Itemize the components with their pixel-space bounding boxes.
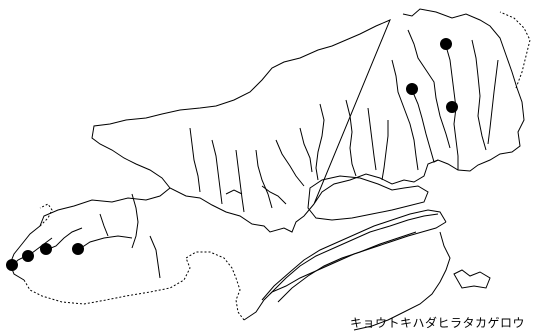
river xyxy=(315,103,325,181)
coastal-strip xyxy=(261,209,447,301)
coastal-strip-2 xyxy=(269,213,439,295)
river xyxy=(261,185,287,205)
river xyxy=(189,127,201,193)
west-coastline xyxy=(9,187,171,281)
river xyxy=(487,59,499,145)
river xyxy=(345,99,357,177)
southern-shore xyxy=(353,231,451,331)
occurrence-marker xyxy=(440,38,452,50)
prefecture-boundary xyxy=(23,251,245,321)
river xyxy=(471,39,487,151)
occurrence-marker xyxy=(72,243,84,255)
river xyxy=(367,107,377,171)
occurrence-marker xyxy=(22,250,34,262)
species-caption: キョウトキハダヒラタカゲロウ xyxy=(349,316,525,330)
river xyxy=(235,149,245,213)
river xyxy=(275,139,305,187)
river xyxy=(391,59,419,171)
river xyxy=(45,227,83,251)
island-outline xyxy=(453,269,491,289)
river xyxy=(99,213,109,237)
river xyxy=(131,193,139,249)
prefecture-boundary-east xyxy=(499,11,531,89)
coastline xyxy=(91,8,525,233)
prefecture-boundary-north xyxy=(39,203,53,227)
river xyxy=(381,120,389,181)
river xyxy=(299,127,313,173)
river xyxy=(211,139,223,205)
occurrence-marker xyxy=(6,259,18,271)
occurrence-marker xyxy=(40,243,52,255)
river xyxy=(225,189,243,195)
river xyxy=(149,235,161,279)
coastal-strip-3 xyxy=(277,231,417,303)
river xyxy=(77,235,133,251)
river xyxy=(255,149,273,209)
south-coast xyxy=(243,221,447,321)
occurrence-marker xyxy=(406,83,418,95)
occurrence-marker xyxy=(446,101,458,113)
river xyxy=(407,29,451,149)
bay-outline xyxy=(307,175,429,221)
river xyxy=(411,89,439,163)
